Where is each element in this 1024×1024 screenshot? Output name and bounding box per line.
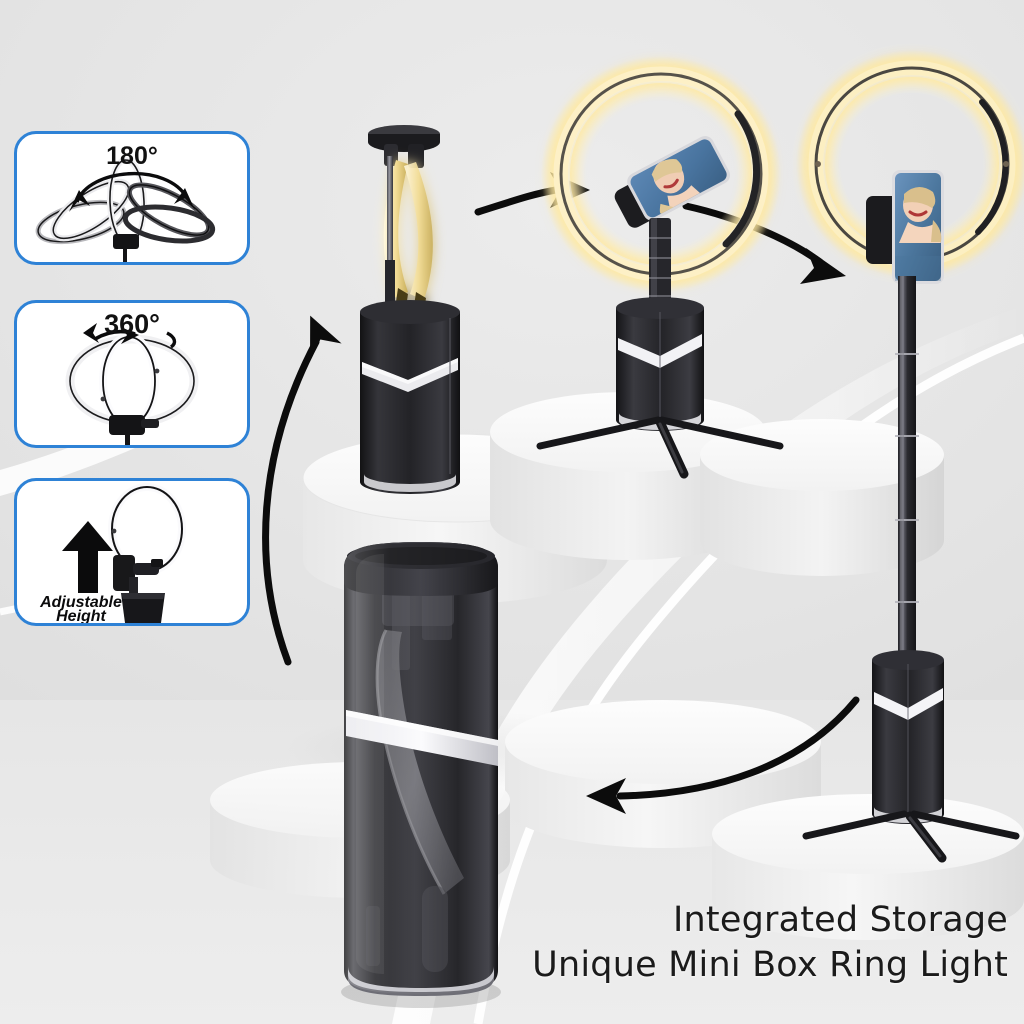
base-storage-box	[360, 300, 460, 494]
headline-block: Integrated Storage Unique Mini Box Ring …	[532, 898, 1008, 988]
tripod-legs	[802, 810, 1020, 863]
adjustable-height-label-line1: Adjustable	[39, 594, 122, 611]
adjustable-height-label-line2: Height	[56, 608, 106, 625]
podium-center-low	[505, 700, 821, 848]
telescoping-pole-extended	[895, 276, 919, 696]
ring-pole	[123, 246, 127, 262]
phone-holder-with-phone	[614, 136, 731, 228]
product-storage-box-closed	[341, 542, 501, 1008]
product-desktop-tripod	[536, 56, 784, 479]
arrow-box-to-unfolding	[262, 338, 320, 666]
product-unfolding-from-box	[360, 125, 460, 494]
base-body	[616, 297, 704, 431]
phone-screen-portrait	[651, 159, 700, 214]
ring-light-hinge-head	[368, 125, 440, 168]
rotation-range-illustration: 360°	[65, 309, 199, 445]
ring-hub	[113, 234, 139, 249]
arrow-head-left	[586, 778, 626, 814]
base-body	[872, 650, 944, 824]
adjustable-height-illustration: Adjustable Height	[39, 483, 186, 625]
tilt-range-card[interactable]: 180°	[14, 131, 250, 265]
rotation-range-card[interactable]: 360°	[14, 300, 250, 448]
rotation-range-label: 360°	[104, 309, 160, 339]
phone-holder	[113, 555, 163, 599]
up-arrow-height-icon	[62, 521, 113, 593]
tripod-legs	[536, 416, 784, 479]
phone-screen-portrait	[895, 186, 942, 281]
telescoping-pole	[385, 156, 395, 318]
tilt-range-illustration: 180°	[35, 142, 216, 262]
base-storage-cup	[121, 593, 165, 623]
telescoping-pole	[649, 218, 671, 310]
ring-hub	[109, 415, 159, 445]
rotate-arrow-right	[121, 327, 139, 344]
phone-with-portrait	[892, 170, 944, 284]
tilt-range-label: 180°	[106, 142, 158, 170]
headline-line-2: Unique Mini Box Ring Light	[532, 945, 1008, 986]
tilt-arrow-left	[69, 190, 90, 212]
tilt-arrow-right	[174, 188, 195, 210]
headline-line-1: Integrated Storage	[673, 900, 1008, 941]
tilt-arc	[75, 171, 189, 203]
adjustable-height-card[interactable]: Adjustable Height	[14, 478, 250, 626]
arrow-head-up-right	[310, 315, 342, 362]
rotate-arc-right	[166, 331, 177, 349]
rotate-arrow-left	[83, 323, 99, 343]
product-extended-floor-stand	[796, 50, 1024, 863]
ring-halo	[796, 50, 1024, 278]
